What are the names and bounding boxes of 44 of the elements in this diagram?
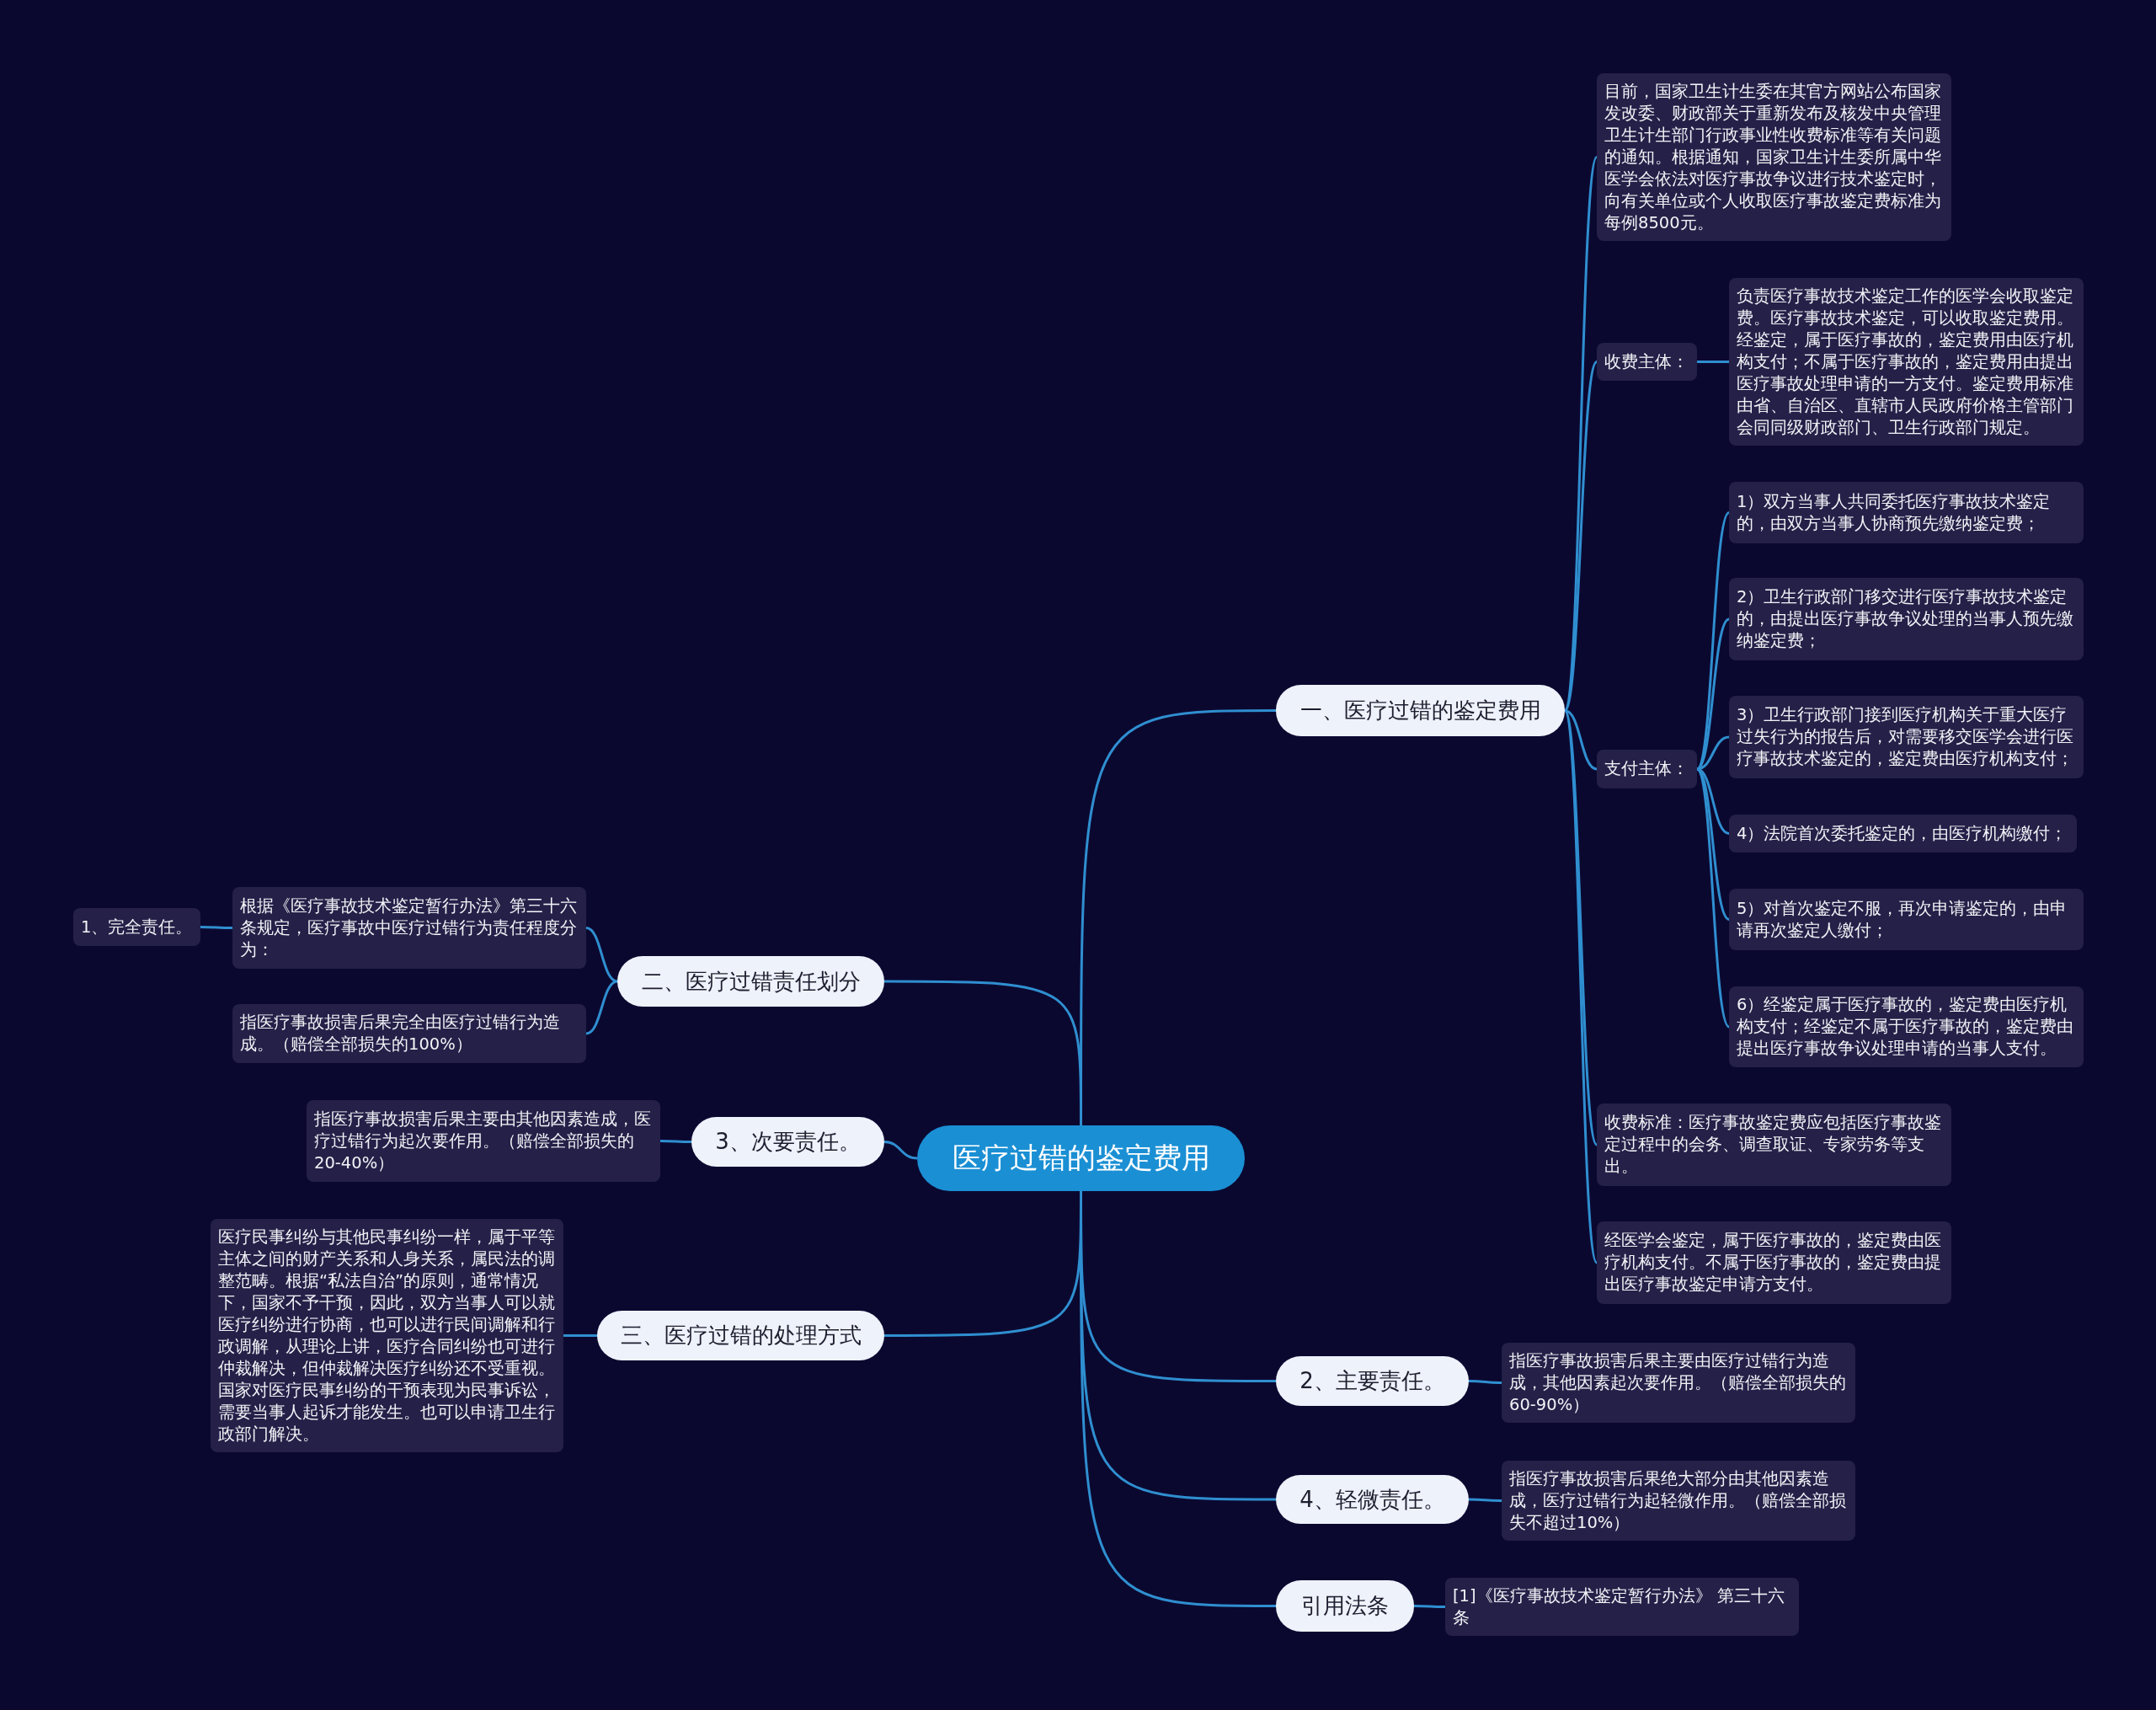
connector bbox=[1564, 709, 1598, 771]
note-box: 收费标准：医疗事故鉴定费应包括医疗事故鉴定过程中的会务、调查取证、专家劳务等支出。 bbox=[1597, 1103, 1951, 1186]
note-box: 3）卫生行政部门接到医疗机构关于重大医疗过失行为的报告后，对需要移交医学会进行医疗事故技术鉴定的，鉴定费由医疗机构支付； bbox=[1729, 696, 2084, 778]
topic-pill: 3、次要责任。 bbox=[691, 1117, 884, 1167]
note-box: 指医疗事故损害后果绝大部分由其他因素造成，医疗过错行为起轻微作用。（赔偿全部损失不超过10%） bbox=[1502, 1461, 1855, 1541]
connector bbox=[1469, 1498, 1502, 1502]
connector bbox=[1469, 1380, 1502, 1384]
connector bbox=[1695, 768, 1731, 1028]
note-box: 指医疗事故损害后果主要由医疗过错行为造成，其他因素起次要作用。（赔偿全部损失的60-90%） bbox=[1502, 1343, 1855, 1423]
note-box: 1、完全责任。 bbox=[73, 908, 200, 946]
connector bbox=[585, 927, 618, 983]
note-box: 医疗民事纠纷与其他民事纠纷一样，属于平等主体之间的财产关系和人身关系，属民法的调整范畴。根据“私法自治”的原则，通常情况下，国家不予干预，因此，双方当事人可以就医疗纠纷进行协商，也可以进行民间调解和行政调解，从理论上讲，医疗合同纠纷也可进行仲裁解决，但仲裁解决医疗纠纷还不受重视。国家对医疗民事纠纷的干预表现为民事诉讼，需要当事人起诉才能发生。也可以申请卫生行政部门解决。 bbox=[211, 1219, 563, 1452]
note-box: 收费主体： bbox=[1597, 343, 1697, 381]
note-box: 4）法院首次委托鉴定的，由医疗机构缴付； bbox=[1729, 815, 2077, 852]
topic-pill: 二、医疗过错责任划分 bbox=[617, 956, 884, 1007]
connector bbox=[884, 980, 1082, 1125]
topic-pill: 一、医疗过错的鉴定费用 bbox=[1276, 685, 1565, 736]
note-box: 经医学会鉴定，属于医疗事故的，鉴定费由医疗机构支付。不属于医疗事故的，鉴定费由提出医疗事故鉴定申请方支付。 bbox=[1597, 1221, 1951, 1304]
connector bbox=[585, 980, 618, 1035]
connector bbox=[563, 1334, 597, 1337]
note-box: [1]《医疗事故技术鉴定暂行办法》 第三十六条 bbox=[1445, 1578, 1799, 1636]
connector bbox=[1414, 1605, 1445, 1608]
note-box: 支付主体： bbox=[1597, 750, 1697, 788]
note-box: 指医疗事故损害后果主要由其他因素造成，医疗过错行为起次要作用。（赔偿全部损失的20-40%） bbox=[307, 1100, 660, 1182]
note-box: 负责医疗事故技术鉴定工作的医学会收取鉴定费。医疗事故技术鉴定，可以收取鉴定费用。经鉴定，属于医疗事故的，鉴定费用由医疗机构支付；不属于医疗事故的，鉴定费用由提出医疗事故处理申请的一方支付。鉴定费用标准由省、自治区、直辖市人民政府价格主管部门会同同级财政部门、卫生行政部门规定。 bbox=[1729, 278, 2084, 446]
note-box: 5）对首次鉴定不服，再次申请鉴定的，由申请再次鉴定人缴付； bbox=[1729, 889, 2084, 950]
connector bbox=[1563, 361, 1598, 712]
topic-pill: 2、主要责任。 bbox=[1276, 1356, 1469, 1406]
connector bbox=[1697, 361, 1729, 363]
connector bbox=[1695, 511, 1731, 770]
connector bbox=[200, 926, 232, 929]
connector bbox=[1563, 710, 1598, 1264]
topic-pill: 三、医疗过错的处理方式 bbox=[597, 1311, 884, 1360]
connector bbox=[883, 1141, 918, 1160]
note-box: 6）经鉴定属于医疗事故的，鉴定费由医疗机构支付；经鉴定不属于医疗事故的，鉴定费由提出医疗事故争议处理申请的当事人支付。 bbox=[1729, 986, 2084, 1067]
connector bbox=[660, 1140, 691, 1143]
note-box: 根据《医疗事故技术鉴定暂行办法》第三十六条规定，医疗事故中医疗过错行为责任程度分为： bbox=[232, 887, 586, 969]
note-box: 指医疗事故损害后果完全由医疗过错行为造成。（赔偿全部损失的100%） bbox=[232, 1004, 586, 1063]
note-box: 1）双方当事人共同委托医疗事故技术鉴定的，由双方当事人协商预先缴纳鉴定费； bbox=[1729, 482, 2084, 543]
topic-pill: 引用法条 bbox=[1276, 1580, 1414, 1632]
central-topic: 医疗过错的鉴定费用 bbox=[917, 1125, 1245, 1191]
note-box: 2）卫生行政部门移交进行医疗事故技术鉴定的，由提出医疗事故争议处理的当事人预先缴纳鉴定费； bbox=[1729, 578, 2084, 660]
note-box: 目前，国家卫生计生委在其官方网站公布国家发改委、财政部关于重新发布及核发中央管理卫生计生部门行政事业性收费标准等有关问题的通知。根据通知，国家卫生计生委所属中华医学会依法对医疗事故争议进行技术鉴定时，向有关单位或个人收取医疗事故鉴定费标准为每例8500元。 bbox=[1597, 73, 1951, 241]
topic-pill: 4、轻微责任。 bbox=[1276, 1475, 1469, 1524]
